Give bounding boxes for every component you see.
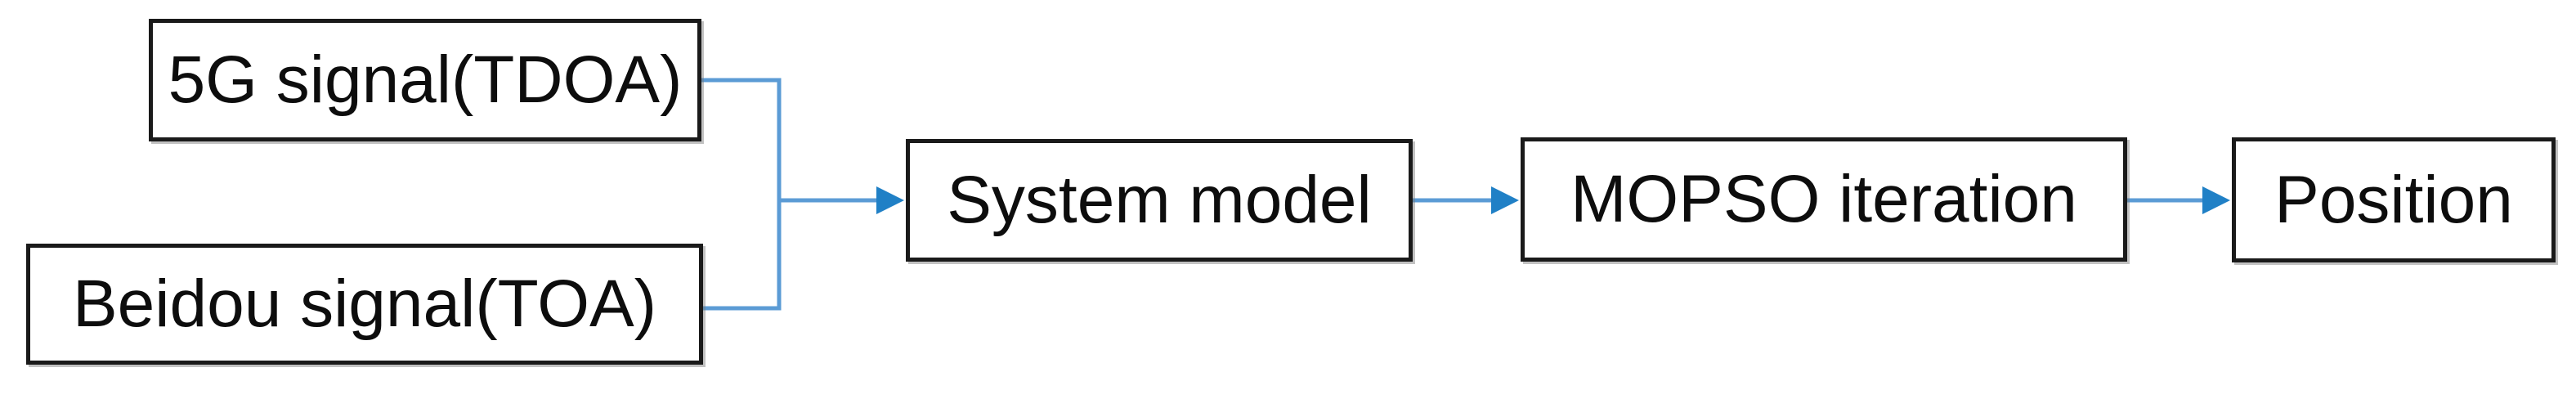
node-5g-signal-label: 5G signal(TDOA) [168,43,683,117]
node-mopso-iteration: MOPSO iteration [1521,137,2127,262]
node-beidou-signal: Beidou signal(TOA) [26,244,703,365]
arrowhead-icon [1491,186,1519,214]
connector-merge-elbow [701,78,782,311]
node-system-model-label: System model [947,163,1372,237]
arrowhead-icon [2202,186,2230,214]
node-position: Position [2232,137,2556,262]
node-beidou-signal-label: Beidou signal(TOA) [72,267,657,341]
node-5g-signal: 5G signal(TDOA) [149,19,701,141]
node-mopso-iteration-label: MOPSO iteration [1570,162,2077,236]
node-system-model: System model [906,139,1413,262]
node-position-label: Position [2274,162,2513,237]
arrowhead-icon [876,186,904,214]
